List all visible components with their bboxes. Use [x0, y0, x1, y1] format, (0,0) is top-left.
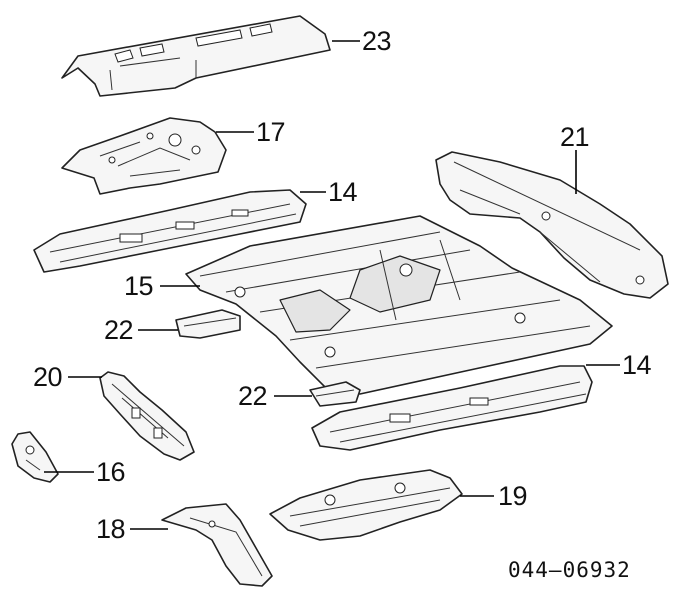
callout-14-lower[interactable]: 14 — [622, 350, 652, 380]
callout-16[interactable]: 16 — [96, 457, 126, 487]
part-21-rear-panel[interactable] — [435, 151, 669, 299]
callout-18[interactable]: 18 — [96, 514, 126, 544]
diagram-code: 044–06932 — [508, 558, 631, 582]
callout-22-lower[interactable]: 22 — [238, 381, 268, 411]
part-19-cross-member[interactable] — [269, 469, 463, 541]
part-22-lower-bracket[interactable] — [309, 381, 361, 407]
part-16-bracket[interactable] — [11, 431, 59, 483]
callout-14-upper[interactable]: 14 — [328, 177, 358, 207]
part-18-brace[interactable] — [161, 503, 273, 587]
callout-15[interactable]: 15 — [124, 271, 154, 301]
callout-17[interactable]: 17 — [256, 117, 286, 147]
part-14-upper-sill[interactable] — [33, 189, 307, 273]
part-22-upper-bracket[interactable] — [175, 309, 241, 339]
callout-22-upper[interactable]: 22 — [104, 315, 134, 345]
callout-19[interactable]: 19 — [498, 481, 528, 511]
callout-21[interactable]: 21 — [560, 122, 590, 152]
callout-20[interactable]: 20 — [33, 362, 63, 392]
part-23-panel[interactable] — [61, 15, 331, 97]
leader-lines — [44, 40, 620, 530]
part-20-member[interactable] — [99, 371, 195, 461]
callout-23[interactable]: 23 — [362, 26, 392, 56]
part-17-bracket[interactable] — [61, 117, 227, 195]
part-15-floor-pan[interactable] — [185, 215, 613, 395]
part-14-lower-sill[interactable] — [311, 365, 593, 451]
